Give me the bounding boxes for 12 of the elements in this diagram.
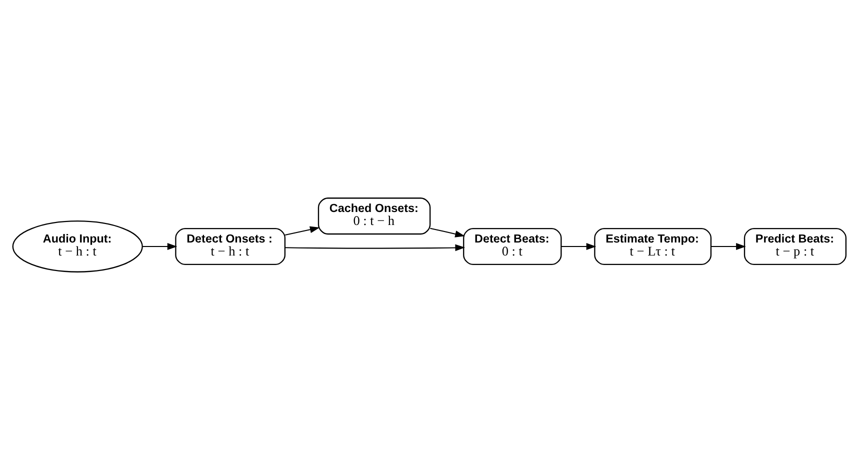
arrow [142, 242, 178, 250]
arrow [711, 242, 746, 250]
node-box: Detect Beats: 0 : t [463, 227, 562, 265]
arrow [284, 244, 466, 251]
node-ellipse: Audio Input: t − h : t [12, 220, 143, 272]
node-box: Cached Onsets: 0 : t − h [318, 197, 431, 234]
node-box: Estimate Tempo: t − Lτ : t [594, 227, 712, 265]
arrow [430, 227, 465, 237]
node-box: Predict Beats: t − p : t [744, 227, 847, 265]
arrow [285, 226, 320, 235]
node-box: Detect Onsets : t − h : t [175, 227, 286, 265]
arrow [561, 242, 596, 250]
